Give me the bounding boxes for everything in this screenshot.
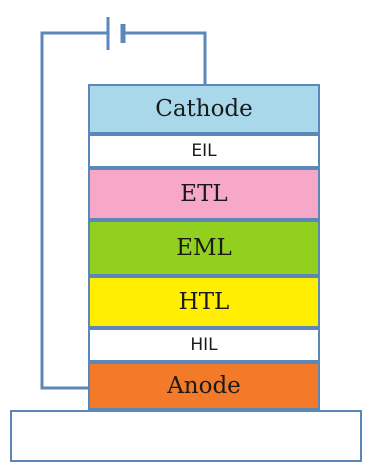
hil-layer: HIL <box>88 328 320 362</box>
etl-label: ETL <box>180 181 228 207</box>
eil-layer: EIL <box>88 134 320 168</box>
htl-layer: HTL <box>88 276 320 328</box>
hil-label: HIL <box>190 335 218 355</box>
cathode-layer: Cathode <box>88 84 320 134</box>
etl-layer: ETL <box>88 168 320 220</box>
htl-label: HTL <box>178 289 230 315</box>
substrate <box>10 410 362 462</box>
anode-layer: Anode <box>88 362 320 410</box>
cathode-label: Cathode <box>155 96 253 122</box>
eml-layer: EML <box>88 220 320 276</box>
battery-icon <box>106 17 126 50</box>
eil-label: EIL <box>191 141 217 161</box>
anode-label: Anode <box>167 373 241 399</box>
eml-label: EML <box>176 235 232 261</box>
